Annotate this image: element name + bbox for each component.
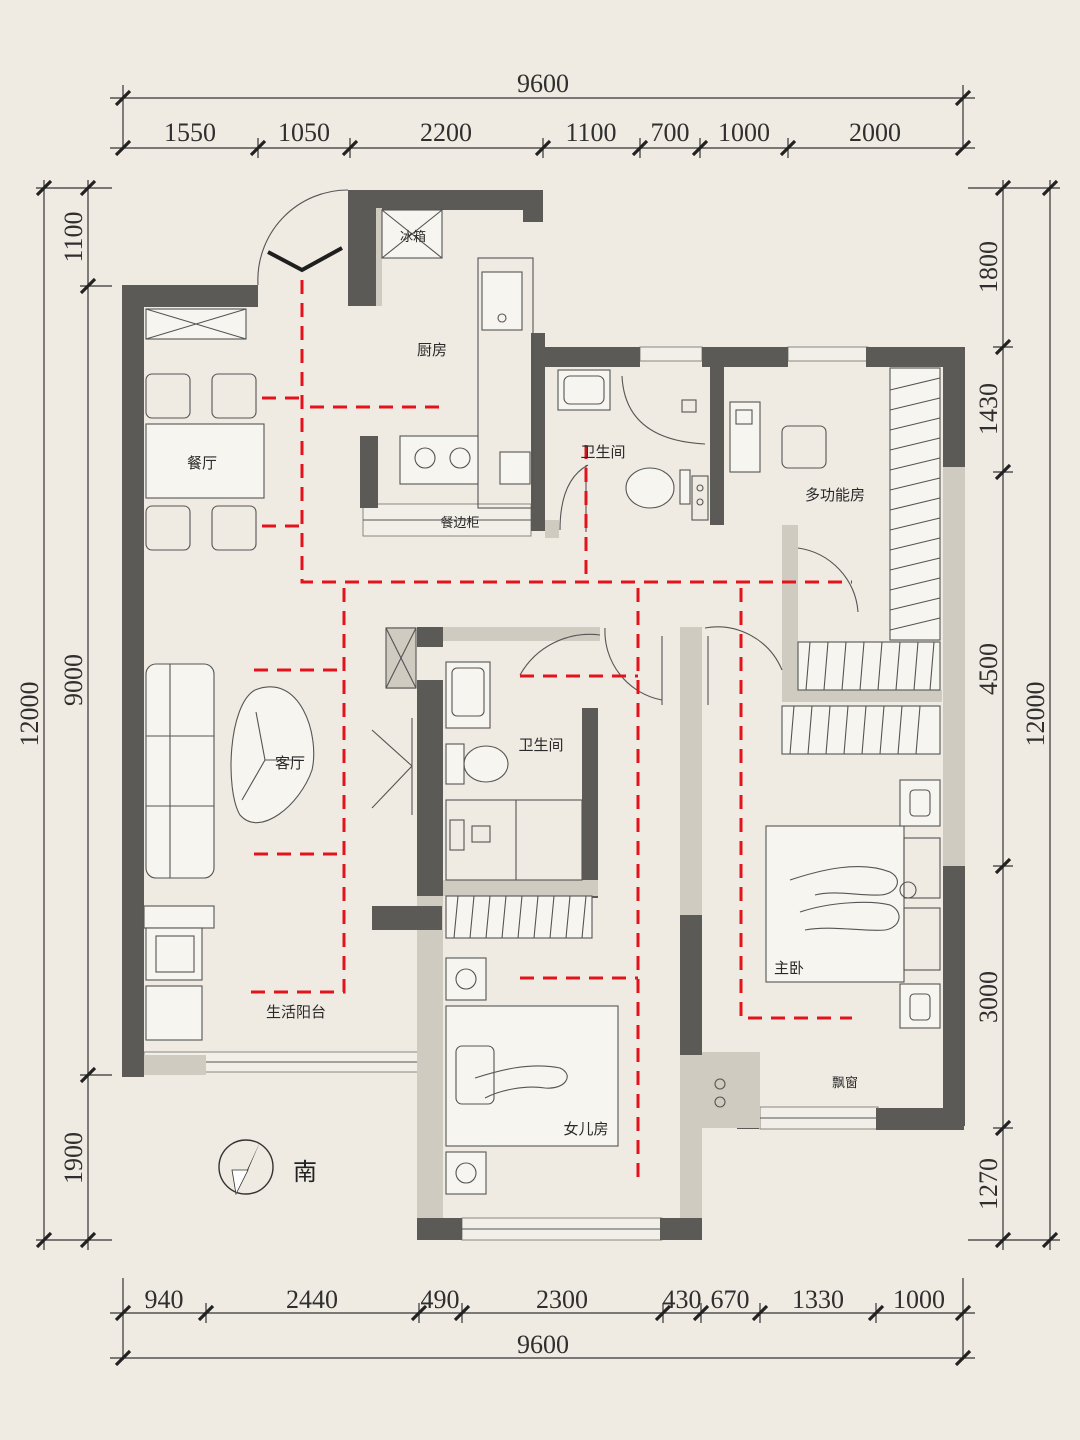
right-dim-5: 1270	[974, 1158, 1003, 1210]
top-dim-7: 2000	[849, 118, 901, 147]
dining-label: 餐厅	[187, 454, 217, 472]
dimension-lines	[35, 85, 1060, 1367]
fridge-label: 冰箱	[400, 229, 426, 245]
desk	[729, 401, 761, 473]
south-label: 南	[293, 1158, 317, 1186]
bottom-dim-5: 430	[663, 1285, 702, 1314]
right-dim-3: 4500	[974, 643, 1003, 695]
daughter-bed	[445, 1005, 619, 1147]
right-dim-1: 1800	[974, 241, 1003, 293]
master-bedroom-label: 主卧	[774, 959, 804, 977]
left-dim-3: 1900	[59, 1132, 88, 1184]
windows	[143, 346, 879, 1241]
left-total-dim: 12000	[15, 682, 44, 747]
bottom-dim-4: 2300	[536, 1285, 588, 1314]
kitchen-label: 厨房	[417, 341, 447, 359]
circulation-lines	[244, 280, 852, 1182]
multi-room-label: 多功能房	[805, 486, 865, 504]
compass: 南	[218, 1139, 317, 1196]
bottom-dim-3: 490	[421, 1285, 460, 1314]
bathroom-top-label: 卫生间	[580, 443, 625, 461]
bay-window-label: 飘窗	[832, 1075, 858, 1091]
compass-ring	[218, 1139, 274, 1195]
dining-table	[145, 423, 265, 499]
toilet	[625, 467, 675, 509]
right-total-dim: 12000	[1021, 682, 1050, 747]
top-dim-6: 1000	[718, 118, 770, 147]
top-dim-1: 1550	[164, 118, 216, 147]
top-total-dim: 9600	[517, 69, 569, 98]
bottom-dim-6: 670	[711, 1285, 750, 1314]
right-dim-2: 1430	[974, 383, 1003, 435]
right-dim-4: 3000	[974, 971, 1003, 1023]
bottom-dim-2: 2440	[286, 1285, 338, 1314]
left-dim-2: 9000	[59, 654, 88, 706]
walls	[122, 190, 965, 1240]
coffee-table	[230, 686, 315, 823]
top-dim-2: 1050	[278, 118, 330, 147]
balcony-label: 生活阳台	[266, 1003, 326, 1021]
top-dim-5: 700	[651, 118, 690, 147]
living-label: 客厅	[275, 754, 305, 772]
bottom-dim-1: 940	[145, 1285, 184, 1314]
room-labels: 冰箱 厨房 卫生间 餐厅 多功能房 餐边柜 客厅 卫生间 主卧 生活阳台 飘窗 …	[187, 229, 865, 1138]
bottom-dim-7: 1330	[792, 1285, 844, 1314]
dimension-labels: 9600 1550 1050 2200 1100 700 1000 2000 9…	[15, 69, 1050, 1359]
fixtures	[143, 189, 941, 1195]
top-dim-3: 2200	[420, 118, 472, 147]
sideboard-label: 餐边柜	[440, 515, 479, 531]
bottom-total-dim: 9600	[517, 1330, 569, 1359]
top-dim-4: 1100	[565, 118, 616, 147]
bottom-dim-8: 1000	[893, 1285, 945, 1314]
toilet-2	[463, 745, 509, 783]
bathroom-mid-label: 卫生间	[518, 736, 563, 754]
sofa	[145, 663, 215, 879]
daughter-room-label: 女儿房	[563, 1120, 608, 1138]
left-dim-1: 1100	[59, 211, 88, 262]
